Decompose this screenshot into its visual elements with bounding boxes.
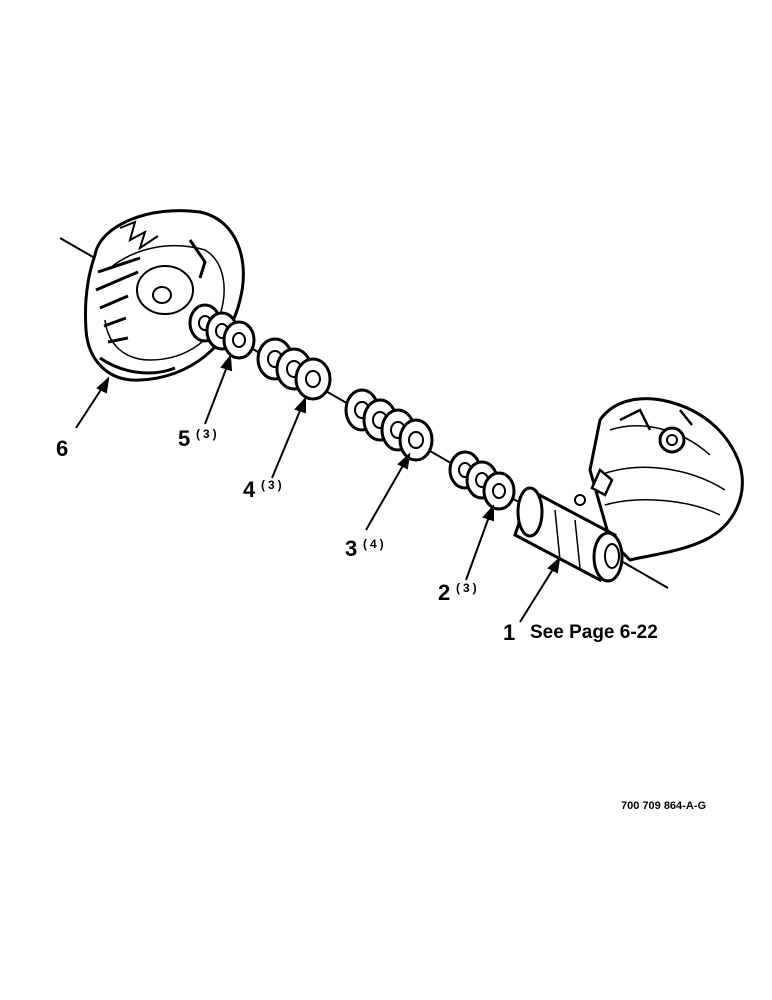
part-6-gear-plate (84, 209, 245, 382)
callout-2-number: 2 (438, 580, 450, 605)
callout-5-number: 5 (178, 426, 190, 451)
part-1-assembly (513, 397, 744, 583)
callout-1-number: 1 (503, 620, 515, 645)
callout-4-number: 4 (243, 477, 256, 502)
leader-6 (75, 384, 105, 429)
leader-2 (465, 513, 491, 581)
part-4-washers (256, 337, 332, 401)
callout-5-qty: (3) (196, 427, 220, 441)
leader-4 (271, 405, 303, 479)
part-2-washers (448, 450, 516, 511)
part-3-washers (344, 388, 434, 462)
callout-4-qty: (3) (261, 478, 285, 492)
part-5-washers (188, 303, 256, 360)
leader-3 (365, 461, 406, 531)
callout-2-qty: (3) (456, 581, 480, 595)
callout-6-number: 6 (56, 436, 68, 461)
callout-3-qty: (4) (363, 537, 387, 551)
callout-1-note: See Page 6-22 (530, 622, 658, 643)
leader-1 (519, 565, 556, 623)
leader-arrows (75, 354, 561, 623)
drawing-code: 700 709 864-A-G (621, 800, 706, 812)
leader-5 (204, 363, 229, 425)
callout-3-number: 3 (345, 536, 357, 561)
